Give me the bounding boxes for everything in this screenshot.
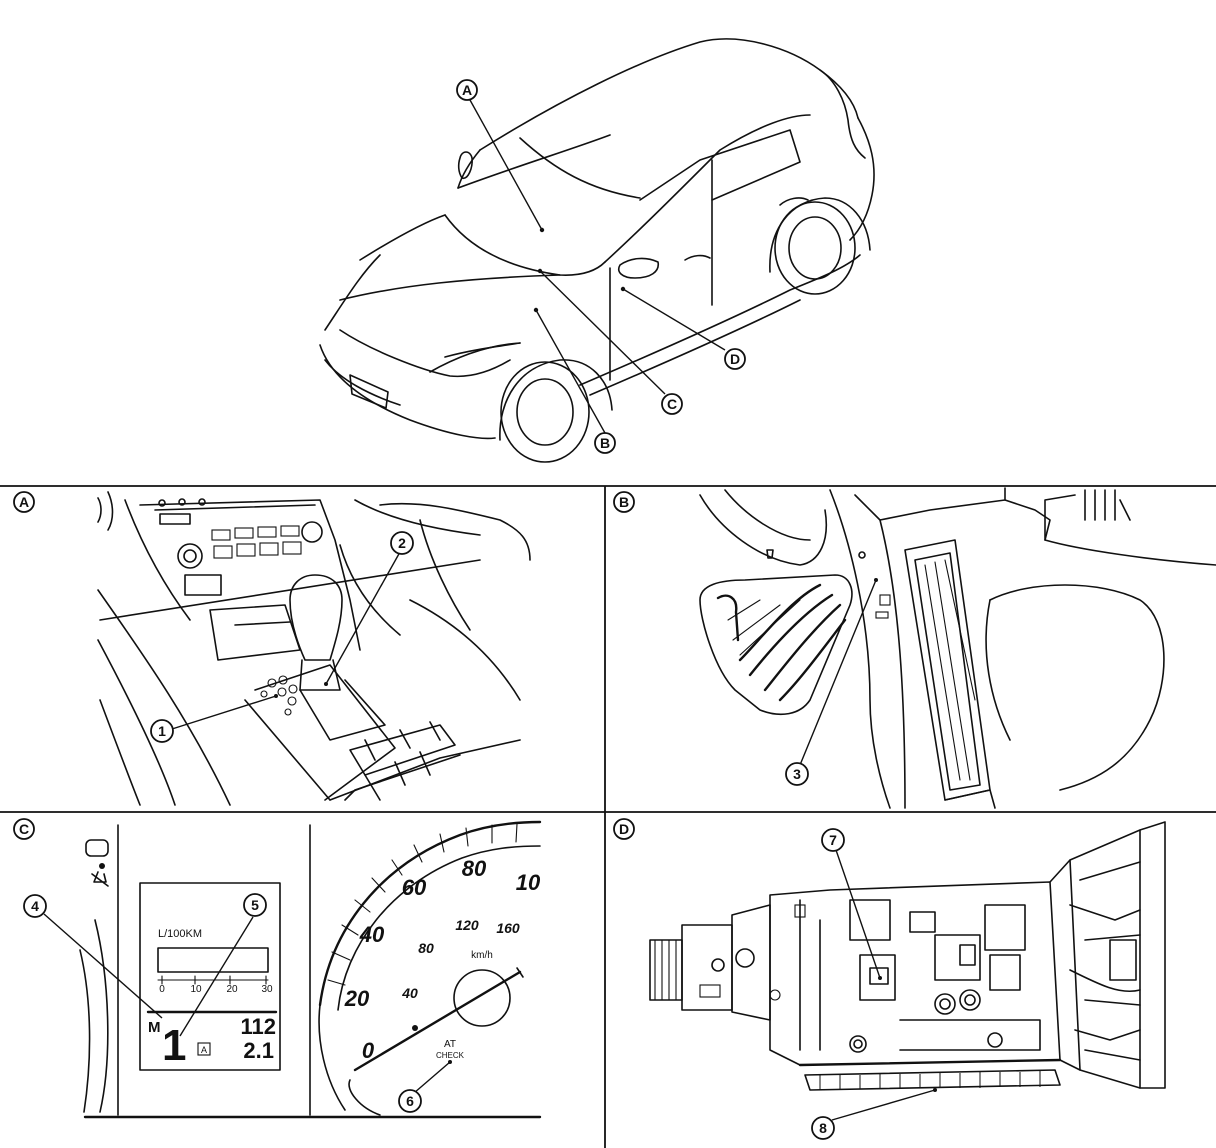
callout-6-label: 6 (406, 1093, 414, 1109)
scale-tick-20: 20 (226, 984, 238, 995)
multi-display: L/100KM 0 10 20 30 M 1 A 112 2.1 (139, 882, 281, 1071)
mph-label-40: 40 (359, 922, 385, 947)
callout-location-d: D (724, 348, 746, 370)
callout-location-b-label: B (600, 435, 610, 451)
callout-4-label: 4 (31, 898, 39, 914)
callout-location-c-label: C (667, 396, 677, 412)
display-bar (157, 947, 269, 973)
panel-d-tag-label: D (619, 821, 629, 837)
callout-7: 7 (821, 828, 845, 852)
panel-c-leaders (43, 913, 452, 1094)
panel-d: D (613, 818, 1166, 1140)
mph-label-0: 0 (362, 1038, 375, 1063)
scale-tick-0: 0 (159, 984, 165, 995)
callout-5-label: 5 (251, 897, 259, 913)
callout-location-a: A (456, 79, 478, 101)
callout-7-label: 7 (829, 832, 837, 848)
indicator-lamp-icon (85, 839, 109, 857)
callout-location-c: C (661, 393, 683, 415)
transmission-illustration (649, 821, 1166, 1091)
callout-2-label: 2 (398, 535, 406, 551)
callout-4: 4 (23, 894, 47, 918)
shift-mode-indicator: M (148, 1019, 161, 1036)
callout-location-a-label: A (462, 82, 472, 98)
meter-frame (79, 824, 542, 1119)
seatbelt-warning-icon (91, 863, 109, 887)
panel-b-tag: B (613, 491, 635, 513)
callout-3: 3 (785, 762, 809, 786)
panel-b-tag-label: B (619, 494, 629, 510)
panel-a-tag: A (13, 491, 35, 513)
callout-3-label: 3 (793, 766, 801, 782)
at-check-line1: AT (444, 1039, 456, 1050)
kmh-unit: km/h (471, 950, 493, 961)
scale-tick-10: 10 (190, 984, 202, 995)
panel-c: C L/100KM 0 10 20 30 (13, 818, 542, 1119)
speedometer: 0 20 40 60 80 10 40 80 120 160 km/h AT C… (318, 820, 542, 1116)
callout-8-label: 8 (819, 1120, 827, 1136)
mph-label-80: 80 (462, 856, 487, 881)
panel-d-leaders (831, 849, 937, 1121)
panel-c-tag: C (13, 818, 35, 840)
vehicle-illustration (319, 38, 875, 463)
callout-1: 1 (150, 719, 174, 743)
display-value-bottom: 2.1 (243, 1038, 274, 1063)
kmh-label-40: 40 (401, 985, 418, 1001)
panel-b-leaders (799, 578, 878, 766)
mph-label-60: 60 (402, 875, 427, 900)
kmh-label-80: 80 (418, 940, 434, 956)
callout-location-d-label: D (730, 351, 740, 367)
display-unit: L/100KM (158, 928, 202, 940)
panel-grid (0, 485, 1216, 1148)
panel-b: B (613, 487, 1216, 809)
callout-6: 6 (398, 1089, 422, 1113)
overview-leaders (469, 99, 726, 434)
gear-position-indicator: 1 (162, 1021, 186, 1070)
panel-a-tag-label: A (19, 494, 29, 510)
callout-8: 8 (811, 1116, 835, 1140)
at-check-line2: CHECK (436, 1051, 465, 1060)
scale-tick-30: 30 (261, 984, 273, 995)
panel-a-leaders (171, 551, 401, 730)
callout-5: 5 (243, 893, 267, 917)
mph-label-100: 10 (516, 870, 541, 895)
console-illustration (97, 491, 531, 806)
display-value-top: 112 (241, 1014, 277, 1039)
callout-2: 2 (390, 531, 414, 555)
mph-label-20: 20 (344, 986, 370, 1011)
callout-1-label: 1 (158, 723, 166, 739)
a-indicator: A (201, 1045, 207, 1055)
kmh-label-120: 120 (455, 917, 479, 933)
panel-c-tag-label: C (19, 821, 29, 837)
pedal-illustration (699, 487, 1216, 809)
panel-d-tag: D (613, 818, 635, 840)
panel-a: A (13, 491, 531, 806)
callout-location-b: B (594, 432, 616, 454)
kmh-label-160: 160 (496, 920, 520, 936)
